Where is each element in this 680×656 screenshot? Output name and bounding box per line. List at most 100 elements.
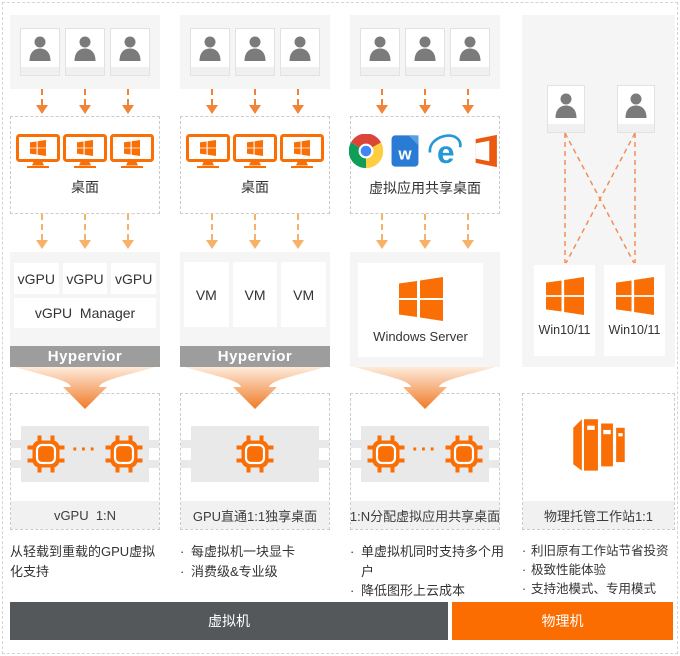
card-caption: 1:N分配虚拟应用共享桌面 xyxy=(350,501,500,529)
gpu-chip-icon xyxy=(366,434,406,474)
gpu-chip-icon xyxy=(104,434,144,474)
windows-monitor-icon xyxy=(63,134,107,168)
gpu-board: ··· xyxy=(11,426,159,482)
windows-monitor-icon xyxy=(16,134,60,168)
physical-panel: Win10/11 Win10/11 xyxy=(522,15,675,367)
bullet: · xyxy=(350,583,355,598)
gpu-board: ··· xyxy=(351,426,499,482)
vgpu-manager-box: vGPU Manager xyxy=(14,298,156,328)
bullet: · xyxy=(522,581,527,596)
user-icon xyxy=(360,28,400,76)
workstation-icon xyxy=(572,419,625,471)
note-text: 利旧原有工作站节省投资 xyxy=(531,544,669,558)
arrow-down-icon xyxy=(376,214,388,249)
windows-logo-icon xyxy=(615,277,654,315)
windows-monitor-icon xyxy=(233,134,277,168)
arrow-down-icon xyxy=(36,89,48,114)
workstation-os-box: Win10/11 xyxy=(534,265,595,356)
funnel-arrow-icon xyxy=(185,367,325,409)
arrow-down-icon xyxy=(419,89,431,114)
windows-server-box: Windows Server xyxy=(358,263,483,357)
office-icon xyxy=(475,134,497,167)
vgpu-box: vGPU xyxy=(111,263,157,294)
shared-apps-label: 虚拟应用共享桌面 xyxy=(369,179,481,196)
column-physical: Win10/11 Win10/11 物理托管工作站1:1 xyxy=(520,0,675,656)
chrome-icon xyxy=(348,133,383,168)
gpu-chip-icon xyxy=(444,434,484,474)
desktop-box: 桌面 xyxy=(180,116,330,214)
bullet: · xyxy=(522,544,527,558)
gpu-board xyxy=(181,426,329,482)
hypervisor-bar: Hypervior xyxy=(10,346,160,367)
users-panel xyxy=(350,15,500,89)
user-icon xyxy=(450,28,490,76)
arrow-down-icon xyxy=(462,89,474,114)
gpu-card-box: ··· 1:N分配虚拟应用共享桌面 xyxy=(350,393,500,530)
windows-server-panel: Windows Server xyxy=(350,252,500,367)
bullet: · xyxy=(180,544,185,559)
workstation-os-box: Win10/11 xyxy=(604,265,665,356)
user-icon xyxy=(110,28,150,76)
arrow-down-icon xyxy=(36,214,48,249)
arrow-down-icon xyxy=(376,89,388,114)
arrow-down-icon xyxy=(122,89,134,114)
note-text: 消费级&专业级 xyxy=(191,563,278,579)
ie-icon: e xyxy=(428,134,462,169)
gpu-card-box: GPU直通1:1独享桌面 xyxy=(180,393,330,530)
user-to-desktop-arrows xyxy=(180,89,330,115)
arrow-down-icon xyxy=(79,214,91,249)
desktop-to-vm-arrows xyxy=(180,214,330,252)
gpu-chip-icon xyxy=(26,434,66,474)
bullet: · xyxy=(180,563,185,579)
ellipsis-dots: ··· xyxy=(72,439,98,461)
funnel-arrow-icon xyxy=(15,367,155,409)
desktop-to-vgpu-arrows xyxy=(10,214,160,252)
apps-to-server-arrows xyxy=(350,214,500,252)
ellipsis-dots: ··· xyxy=(412,439,438,461)
arrow-down-icon xyxy=(206,214,218,249)
windows-logo-icon xyxy=(398,276,443,321)
os-label: Win10/11 xyxy=(538,323,591,337)
arrow-down-icon xyxy=(79,89,91,114)
gpu-card-box: ··· vGPU 1:N xyxy=(10,393,160,530)
vm-box: VM xyxy=(232,262,278,327)
arrow-down-icon xyxy=(462,214,474,249)
user-to-desktop-arrows xyxy=(10,89,160,115)
card-caption: GPU直通1:1独享桌面 xyxy=(181,501,329,529)
arrow-down-icon xyxy=(419,214,431,249)
user-icon xyxy=(547,85,585,133)
windows-server-label: Windows Server xyxy=(373,328,468,344)
users-panel xyxy=(180,15,330,89)
svg-text:w: w xyxy=(397,144,412,163)
user-icon xyxy=(65,28,105,76)
column-shared-apps: w e 虚拟应用共享桌面 Windows Server xyxy=(348,0,504,656)
user-icon xyxy=(617,85,655,133)
windows-monitor-icon xyxy=(186,134,230,168)
user-to-apps-arrows xyxy=(350,89,500,115)
arrow-down-icon xyxy=(292,89,304,114)
arrow-down-icon xyxy=(206,89,218,114)
notes: 从轻载到重载的GPU虚拟化支持 xyxy=(10,542,164,581)
shared-apps-box: w e 虚拟应用共享桌面 xyxy=(348,116,500,214)
card-caption: vGPU 1:N xyxy=(11,501,159,529)
arrow-down-icon xyxy=(122,214,134,249)
desktop-box: 桌面 xyxy=(10,116,160,214)
os-label: Win10/11 xyxy=(608,323,661,337)
vm-stack-panel: VM VM VM Hypervior xyxy=(180,252,330,367)
notes: ·每虚拟机一块显卡 ·消费级&专业级 xyxy=(180,542,334,581)
arrow-down-icon xyxy=(292,214,304,249)
vgpu-stack-panel: vGPU vGPU vGPU vGPU Manager Hypervior xyxy=(10,252,160,367)
users-panel xyxy=(10,15,160,89)
workstation-box: 物理托管工作站1:1 xyxy=(522,393,675,530)
vgpu-box: vGPU xyxy=(14,263,59,294)
windows-logo-icon xyxy=(545,277,584,315)
vm-box: VM xyxy=(281,262,327,327)
desktop-label: 桌面 xyxy=(241,178,269,195)
arrow-down-icon xyxy=(249,214,261,249)
arrow-down-icon xyxy=(249,89,261,114)
windows-monitor-icon xyxy=(110,134,154,168)
virtual-machines-bar: 虚拟机 xyxy=(10,602,448,640)
column-vgpu: 桌面 vGPU vGPU vGPU vGPU Manager Hypervior… xyxy=(10,0,160,656)
hypervisor-bar: Hypervior xyxy=(180,346,330,367)
